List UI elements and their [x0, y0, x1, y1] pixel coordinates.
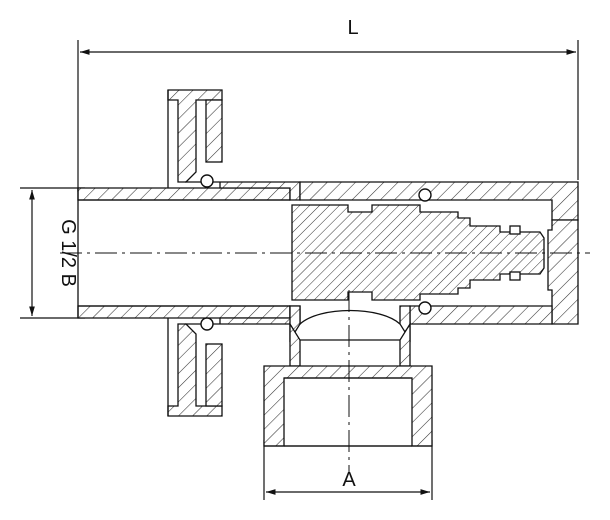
o-rings — [200, 174, 432, 331]
outlet-fitting — [263, 309, 433, 447]
o-ring-spindle-bottom — [418, 301, 432, 315]
dimension-thread — [20, 187, 85, 319]
o-ring-flange-bottom — [200, 317, 214, 331]
dimension-outlet — [263, 440, 433, 500]
dimension-outlet-label: A — [342, 469, 356, 491]
centerlines — [60, 252, 590, 472]
dimension-length — [77, 40, 579, 192]
o-ring-spindle-top — [418, 188, 432, 202]
dimension-length-label: L — [347, 17, 358, 39]
o-ring-flange-top — [200, 174, 214, 188]
